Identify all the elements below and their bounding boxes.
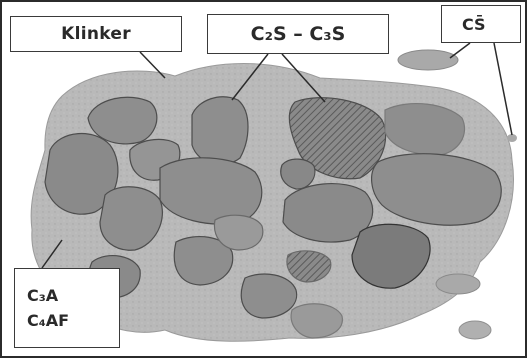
small-particle-bottom (459, 321, 491, 339)
c4af-text: C₄AF (27, 308, 69, 333)
c2s-c3s-label: C₂S – C₃S (207, 14, 389, 54)
tiny-particle (507, 134, 517, 142)
grain-bottom-far (291, 304, 342, 338)
calcium-sulfate-label: CS̄ (441, 5, 521, 43)
aluminate-ferrite-label: C₃A C₄AF (14, 268, 120, 348)
grain-center-large (160, 158, 262, 224)
klinker-label: Klinker (10, 16, 182, 52)
grain-upper-mid (192, 97, 248, 165)
small-particle-right (436, 274, 480, 294)
c3a-text: C₃A (27, 283, 58, 308)
cs-particle (398, 50, 458, 70)
